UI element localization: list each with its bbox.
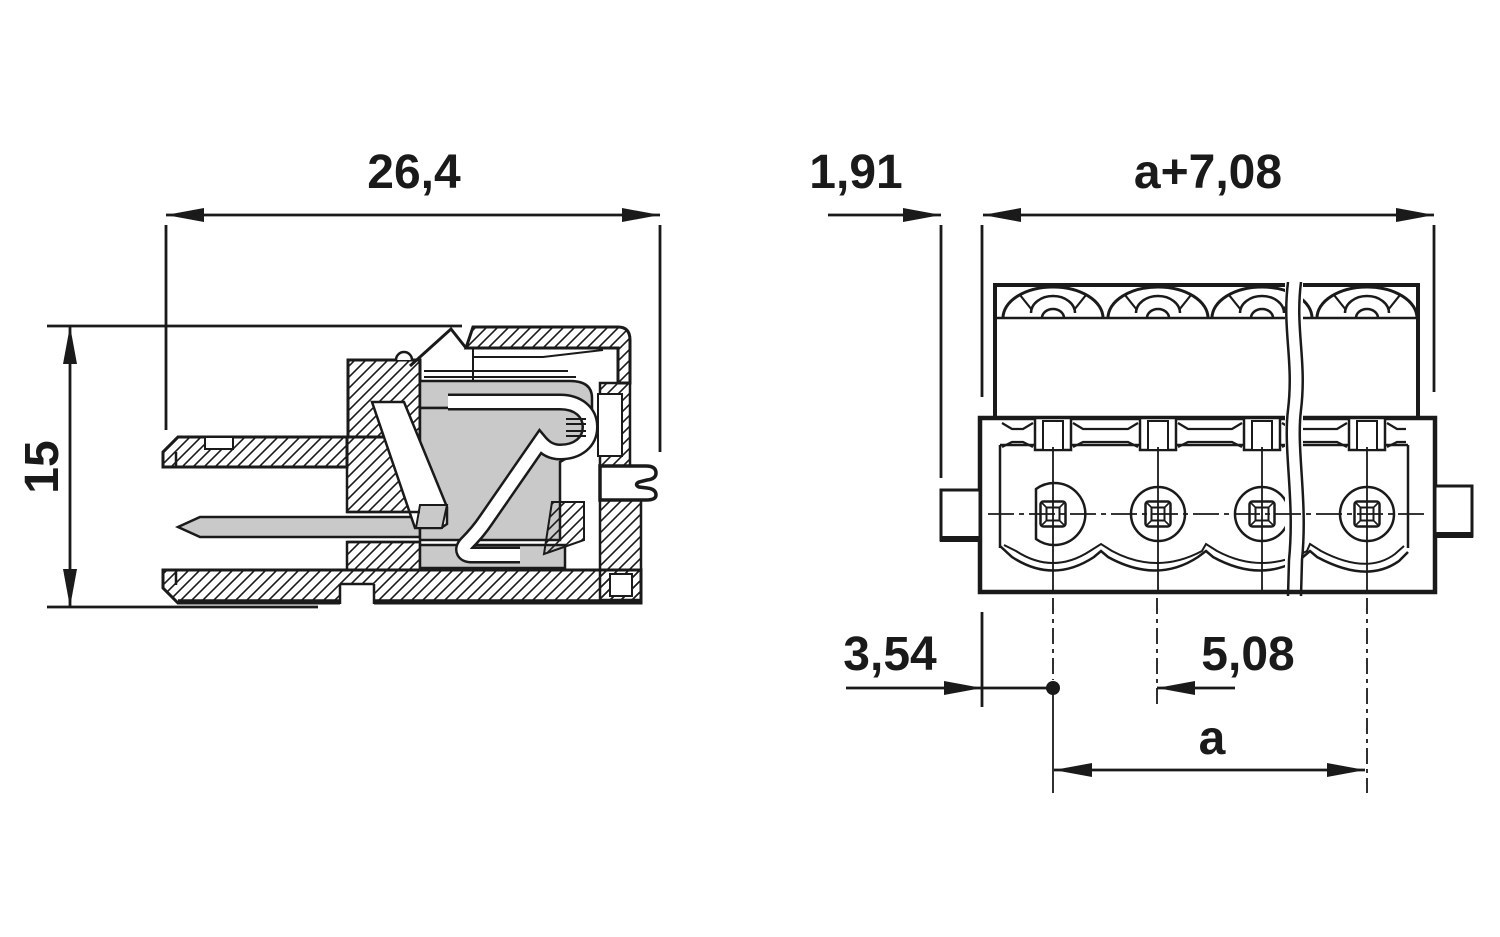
- scallop-inner: [1003, 542, 1405, 565]
- dim-label-a-7-08: a+7,08: [1134, 146, 1282, 199]
- front-view: [939, 281, 1474, 793]
- shroud-top-wall: [161, 435, 349, 469]
- break-line-left: [1285, 281, 1292, 597]
- datum-dot: [1046, 681, 1060, 695]
- hatch-wedge: [542, 501, 585, 556]
- bottom-notch: [340, 584, 374, 605]
- dim-1-91: 1,91: [809, 146, 984, 478]
- dim-label-26-4: 26,4: [367, 146, 461, 199]
- latch-bump: [394, 350, 414, 361]
- lever-foot: [414, 504, 449, 529]
- spring-band: [448, 396, 597, 561]
- dim-15: 15: [16, 324, 462, 609]
- right-tab: [1433, 484, 1474, 538]
- pole-divider: [1033, 416, 1073, 452]
- dim-label-3-54: 3,54: [843, 628, 937, 681]
- break-line-right: [1298, 281, 1305, 597]
- plate-lines: [424, 370, 576, 378]
- top-cap: [463, 325, 632, 385]
- latch-roof: [408, 326, 468, 368]
- dim-a: a: [1054, 712, 1365, 777]
- housing-bottom-wall: [161, 568, 643, 605]
- spring-pocket: [597, 393, 623, 457]
- dim-label-a: a: [1199, 712, 1226, 765]
- dim-26-4: 26,4: [164, 146, 662, 452]
- screw-housing: [993, 283, 1420, 420]
- pole-divider: [1347, 416, 1387, 452]
- keying-notch: [204, 436, 234, 450]
- clamp-detail: [566, 418, 586, 437]
- dimensions: 26,4 15 1,91 a+7,08: [16, 146, 1436, 777]
- pole-centerlines: [1052, 447, 1368, 594]
- scallop-outer: [999, 545, 1409, 573]
- divider-bars: [1001, 422, 1406, 448]
- dim-3-54: 3,54: [843, 612, 1060, 707]
- left-tab: [939, 488, 982, 542]
- dim-label-15: 15: [16, 440, 69, 493]
- side-section-view: [161, 325, 658, 605]
- wall-notch: [609, 573, 633, 597]
- contact-pin-blade: [174, 515, 422, 539]
- dim-label-1-91: 1,91: [809, 146, 902, 199]
- solder-pin: [598, 464, 658, 502]
- dim-label-5-08: 5,08: [1201, 628, 1294, 681]
- dim-a-7-08: a+7,08: [983, 146, 1436, 392]
- mouth-lines: [174, 452, 420, 585]
- pole-divider: [1242, 416, 1282, 452]
- dim-5-08: 5,08: [1157, 628, 1295, 695]
- pole-divider: [1138, 416, 1178, 452]
